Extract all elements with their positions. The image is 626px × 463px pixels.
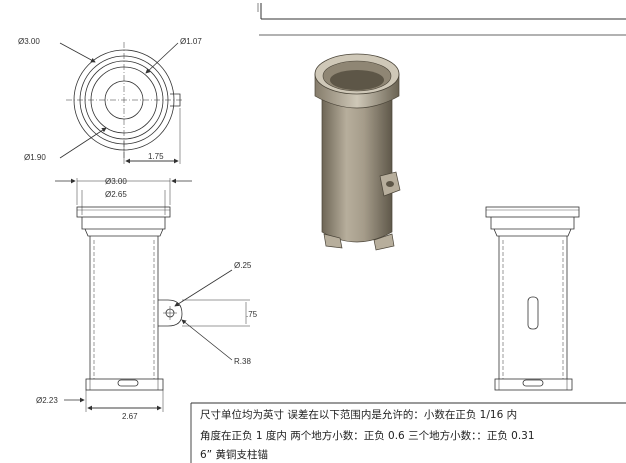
dim-top-bore-dia: Ø1.07 [180,37,202,46]
isometric-view [314,53,401,251]
note-part-name: 6” 黄铜支柱锚 [200,449,268,461]
dim-front-body-dia: Ø2.65 [105,190,127,199]
note-units-tolerance: 尺寸单位均为英寸 误差在以下范围内是允许的：小数在正负 1/16 内 [200,409,518,421]
top-view [59,42,182,164]
dim-top-inner-dia: Ø1.90 [24,153,46,162]
dim-front-tab-radius: R.38 [234,357,251,366]
title-frame [257,3,626,36]
dim-front-flange-dia: Ø3.00 [105,177,127,186]
dim-top-offset: 1.75 [148,152,164,161]
dim-front-hole-dia: Ø.25 [234,261,252,270]
front-view [55,178,250,412]
dim-top-outer-dia: Ø3.00 [18,37,40,46]
dim-front-base-dia: Ø2.23 [36,396,58,405]
dim-front-height: 2.67 [122,412,138,421]
dim-front-tab-height: .75 [246,310,258,319]
side-view [485,206,580,391]
notes-frame [190,402,626,463]
note-angle-decimals: 角度在正负 1 度内 两个地方小数：正负 0.6 三个地方小数：：正负 0.31 [200,430,535,442]
